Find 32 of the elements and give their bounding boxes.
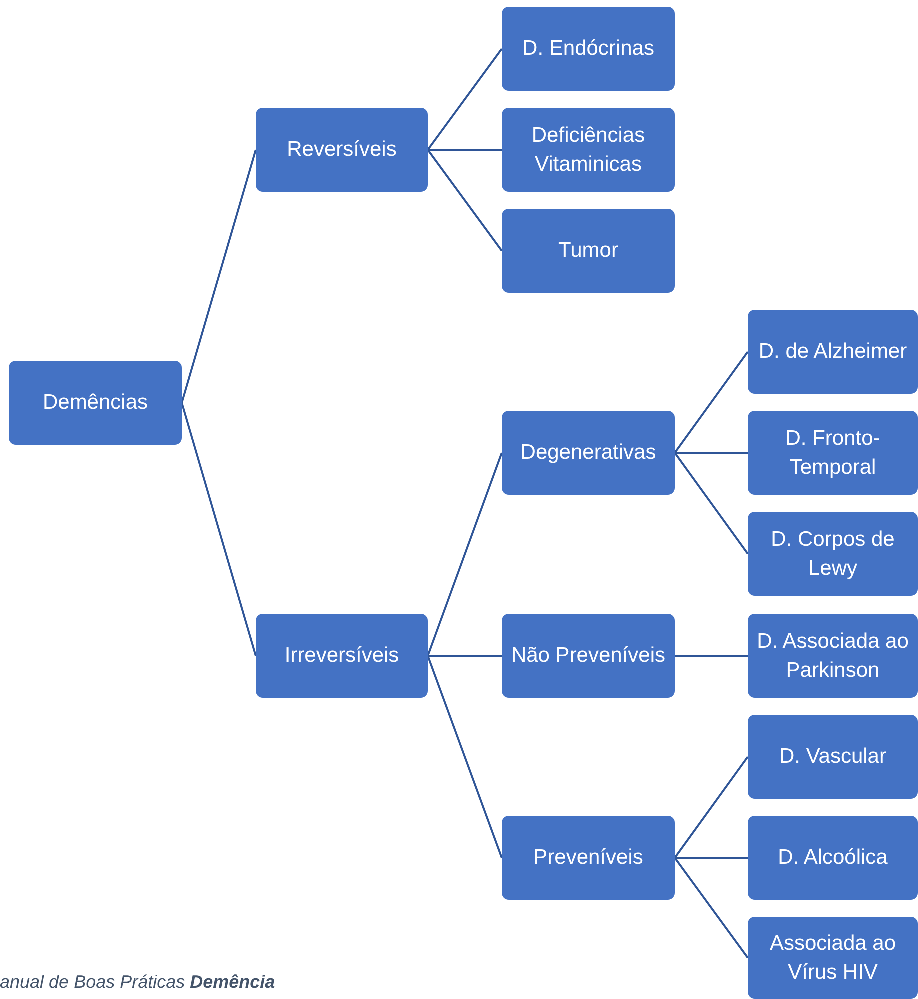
category-box: D. de Alzheimer xyxy=(748,310,918,394)
connector-line xyxy=(675,857,748,859)
category-box: Degenerativas xyxy=(502,411,675,495)
category-box: D. Alcoólica xyxy=(748,816,918,900)
category-box: Demências xyxy=(9,361,182,445)
connector-line xyxy=(675,655,748,657)
connector-line xyxy=(674,756,749,859)
connector-line xyxy=(427,149,503,252)
category-box: Não Preveníveis xyxy=(502,614,675,698)
connector-line xyxy=(427,48,503,151)
caption: anual de Boas Práticas Demência xyxy=(0,972,276,993)
connector-line xyxy=(427,656,503,858)
connector-line xyxy=(181,402,257,656)
connector-line xyxy=(428,655,502,657)
category-box: D. Corpos de Lewy xyxy=(748,512,918,596)
category-box: Tumor xyxy=(502,209,675,293)
connector-line xyxy=(428,149,502,151)
category-box: Associada ao Vírus HIV xyxy=(748,917,918,999)
connector-line xyxy=(674,452,749,555)
category-box: D. Endócrinas xyxy=(502,7,675,91)
category-box: D. Vascular xyxy=(748,715,918,799)
connector-line xyxy=(675,452,748,454)
category-box: Reversíveis xyxy=(256,108,428,192)
connector-line xyxy=(674,351,749,454)
category-box: D. Associada ao Parkinson xyxy=(748,614,918,698)
category-box: D. Fronto-Temporal xyxy=(748,411,918,495)
connector-line xyxy=(181,150,257,404)
category-box: Deficiências Vitaminicas xyxy=(502,108,675,192)
category-box: Preveníveis xyxy=(502,816,675,900)
connector-line xyxy=(674,857,749,959)
connector-line xyxy=(427,452,503,656)
category-box: Irreversíveis xyxy=(256,614,428,698)
